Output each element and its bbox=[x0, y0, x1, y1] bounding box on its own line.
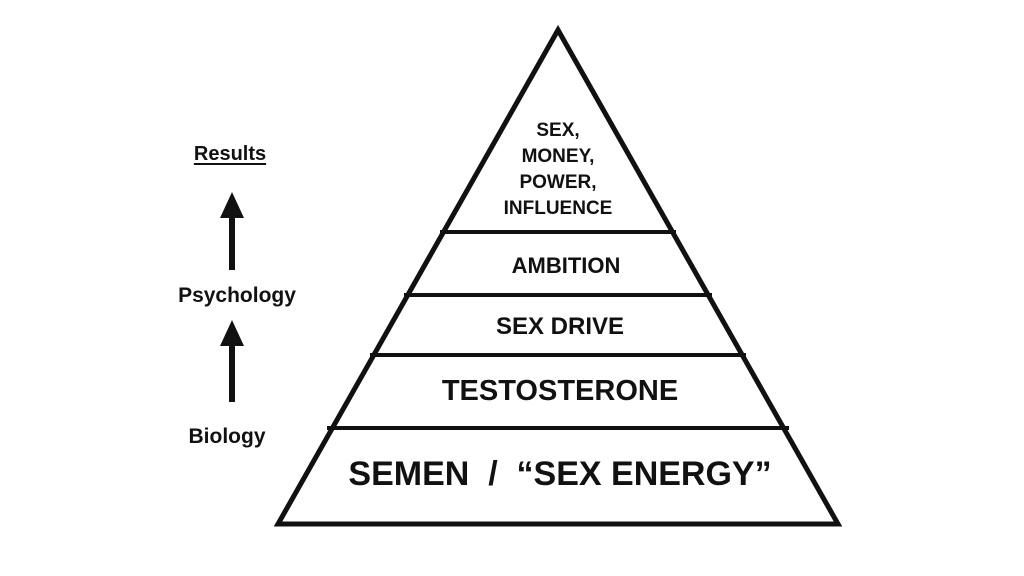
psychology-label: Psychology bbox=[178, 284, 296, 307]
tier-top-line-4: INFLUENCE bbox=[504, 198, 613, 219]
results-label: Results bbox=[193, 143, 267, 165]
pyramid-outline bbox=[273, 24, 843, 527]
tier-testosterone-label: TESTOSTERONE bbox=[442, 375, 678, 407]
tier-top-line-1: SEX, bbox=[536, 120, 579, 141]
tier-top-line-2: MONEY, bbox=[522, 146, 595, 167]
tier-ambition-label: AMBITION bbox=[512, 253, 621, 278]
tier-sex-drive-label: SEX DRIVE bbox=[496, 313, 624, 340]
tier-top-line-3: POWER, bbox=[519, 172, 596, 193]
arrow-up-icon-lower bbox=[220, 320, 244, 402]
tier-base-label: SEMEN / “SEX ENERGY” bbox=[348, 455, 771, 493]
biology-label: Biology bbox=[188, 425, 266, 448]
arrow-up-icon-upper bbox=[220, 192, 244, 270]
